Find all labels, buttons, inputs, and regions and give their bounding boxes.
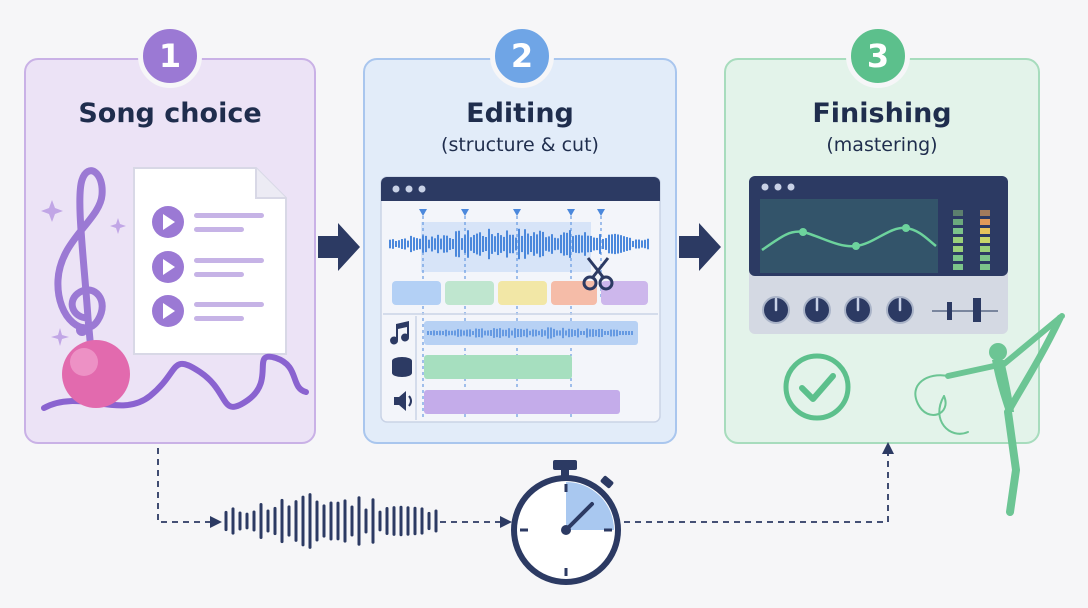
step-2-title: Editing [466,98,574,129]
checkmark-icon [783,353,851,421]
step-1-title: Song choice [78,98,262,129]
scissors-icon [582,257,614,291]
playlist-document-icon [133,167,287,355]
step-3-badge: 3 [846,24,910,88]
music-note-icon [390,321,410,345]
step-3-title: Finishing [812,98,952,129]
ribbon-icon [41,353,309,411]
step-1-badge: 1 [138,24,202,88]
gymnast-icon [914,313,1065,516]
speaker-icon [394,391,412,411]
ball-icon [62,340,130,408]
waveform-icon [224,493,438,549]
sparkle-icon [41,200,126,346]
mixer-window-icon [749,176,1008,334]
editor-window-icon [380,176,661,423]
arrow-icon [318,223,721,271]
step-2-subtitle: (structure & cut) [441,134,599,156]
dashed-connector [157,448,889,523]
drum-icon [392,357,412,377]
stopwatch-icon [511,460,621,585]
step-2-badge: 2 [490,24,554,88]
connector-arrowheads [210,442,894,528]
treble-clef-icon [54,167,106,344]
step-3-subtitle: (mastering) [826,134,938,156]
